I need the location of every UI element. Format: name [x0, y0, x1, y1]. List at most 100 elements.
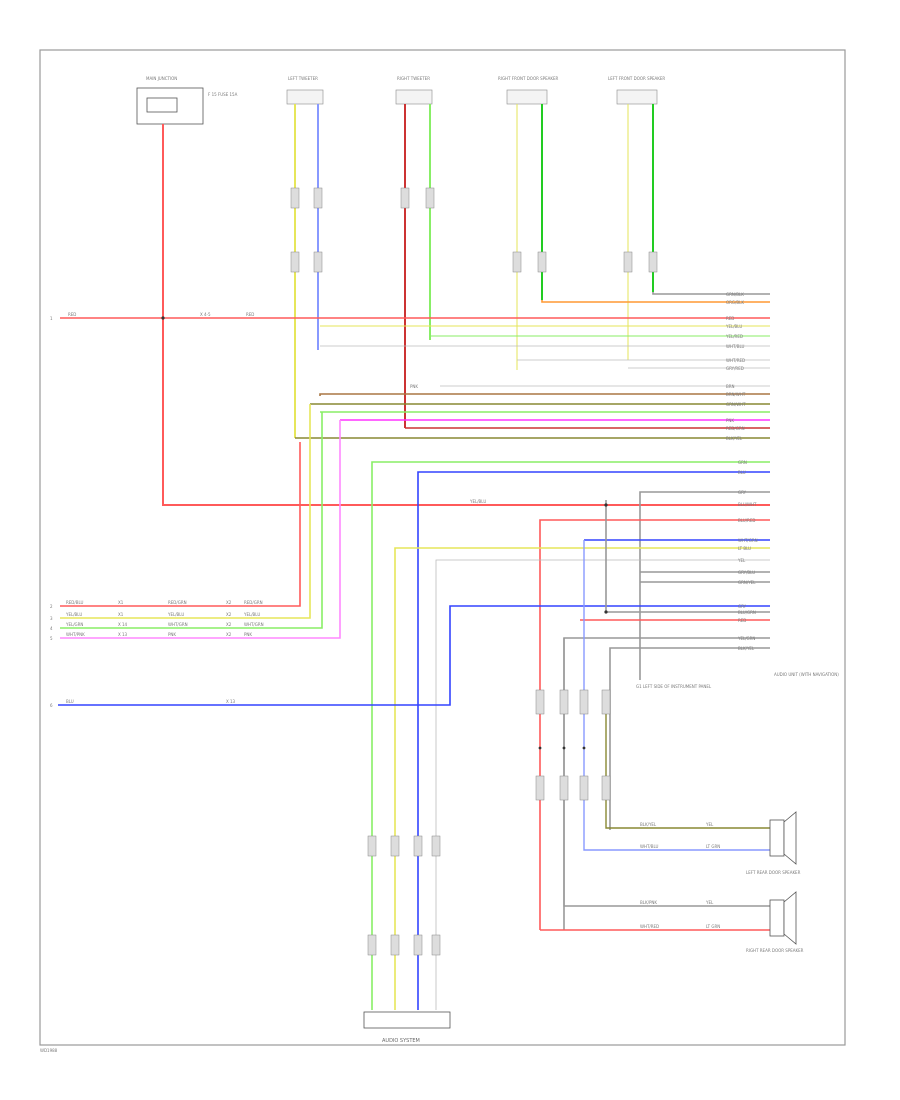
svg-text:2: 2	[50, 604, 53, 609]
lower-break-marks	[367, 689, 611, 956]
svg-text:PNK: PNK	[244, 632, 252, 637]
bottom-left-row-labels: RED/BLU X1 RED/GRN X2 RED/GRN YEL/BLU X1…	[65, 600, 264, 637]
left-terminal-numbers: 1 2 3 4 5 6	[50, 316, 53, 708]
svg-text:BRN: BRN	[726, 384, 735, 389]
top-drop-break-marks	[290, 187, 658, 273]
svg-text:BLK/YEL: BLK/YEL	[726, 436, 743, 441]
lower-speaker-wiring	[540, 540, 770, 931]
svg-text:YEL/BLU: YEL/BLU	[65, 612, 82, 617]
svg-text:RED/GRN: RED/GRN	[244, 600, 263, 605]
svg-text:BLK/PNK: BLK/PNK	[640, 900, 657, 905]
svg-text:PNK: PNK	[726, 418, 734, 423]
svg-text:RED: RED	[68, 312, 76, 317]
svg-text:WHT/PNK: WHT/PNK	[66, 632, 85, 637]
diagram-frame	[39, 49, 846, 1046]
svg-text:RED/GRN: RED/GRN	[168, 600, 187, 605]
svg-text:GRY/BLU: GRY/BLU	[738, 570, 755, 575]
svg-text:X 4-5: X 4-5	[200, 312, 211, 317]
svg-text:BLU/WHT: BLU/WHT	[738, 502, 757, 507]
svg-text:RED: RED	[246, 312, 254, 317]
svg-text:X2: X2	[226, 622, 232, 627]
svg-text:BLK/YEL: BLK/YEL	[640, 822, 657, 827]
svg-text:F 15 FUSE 15A: F 15 FUSE 15A	[208, 92, 238, 97]
misc-wire-labels: RED X 4-5 RED BLU X 13 YEL/BLU PNK	[66, 312, 486, 704]
svg-text:YEL/GRN: YEL/GRN	[65, 622, 83, 627]
svg-text:LT GRN: LT GRN	[706, 844, 720, 849]
svg-text:RED: RED	[726, 316, 734, 321]
svg-text:BLK/YEL: BLK/YEL	[738, 646, 755, 651]
svg-text:RED/GRN: RED/GRN	[726, 426, 745, 431]
speaker-right-front-connector: RIGHT TWEETER	[395, 76, 433, 105]
svg-text:BLU: BLU	[66, 699, 74, 704]
audio-unit-note: AUDIO UNIT (WITH NAVIGATION) G1 LEFT SID…	[636, 672, 839, 689]
svg-text:GRN: GRN	[738, 460, 747, 465]
svg-text:X1: X1	[118, 600, 124, 605]
speaker-wire-labels: BLK/YEL YEL WHT/BLU LT GRN BLK/PNK YEL W…	[640, 822, 720, 929]
right-pin-labels-upper: GRN/BLK ORG/BLK RED YEL/BLU YEL/RED WHT/…	[725, 292, 746, 441]
svg-text:WHT/GRN: WHT/GRN	[168, 622, 188, 627]
svg-text:RIGHT FRONT DOOR SPEAKER: RIGHT FRONT DOOR SPEAKER	[498, 76, 559, 81]
svg-text:YEL/BLU: YEL/BLU	[469, 499, 486, 504]
svg-text:BLU/RED: BLU/RED	[738, 518, 755, 523]
svg-text:GRN/YEL: GRN/YEL	[738, 580, 756, 585]
svg-text:LEFT FRONT DOOR SPEAKER: LEFT FRONT DOOR SPEAKER	[608, 76, 665, 81]
svg-text:YEL/BLU: YEL/BLU	[167, 612, 184, 617]
svg-text:YEL/RED: YEL/RED	[725, 334, 743, 339]
svg-text:PNK: PNK	[410, 384, 418, 389]
svg-text:LEFT TWEETER: LEFT TWEETER	[288, 76, 318, 81]
svg-text:WHT/BLU: WHT/BLU	[726, 344, 745, 349]
svg-text:LT GRN: LT GRN	[706, 924, 720, 929]
svg-text:LT BLU: LT BLU	[738, 546, 751, 551]
speaker-left-front-connector: LEFT TWEETER	[286, 76, 324, 105]
svg-text:WHT/GRN: WHT/GRN	[738, 538, 758, 543]
svg-text:5: 5	[50, 636, 53, 641]
bottom-left-feeds	[60, 404, 341, 639]
svg-text:GRY: GRY	[738, 490, 747, 495]
right-rear-speaker-symbol: RIGHT REAR DOOR SPEAKER	[746, 891, 804, 953]
svg-text:YEL: YEL	[705, 822, 714, 827]
svg-text:X2: X2	[226, 632, 232, 637]
svg-text:GRN/WHT: GRN/WHT	[726, 402, 746, 407]
svg-text:RED/BLU: RED/BLU	[66, 600, 84, 605]
svg-text:G1 LEFT SIDE OF INSTRUMENT PAN: G1 LEFT SIDE OF INSTRUMENT PANEL	[636, 684, 712, 689]
speaker-right-door-connector: RIGHT FRONT DOOR SPEAKER	[498, 76, 559, 105]
right-pin-labels-lower: GRN BLU GRY BLU/WHT BLU/RED WHT/GRN LT B…	[737, 460, 758, 651]
svg-text:YEL/GRN: YEL/GRN	[737, 636, 755, 641]
splice-dots	[161, 316, 608, 750]
svg-text:WHT/RED: WHT/RED	[640, 924, 659, 929]
svg-text:RIGHT REAR DOOR SPEAKER: RIGHT REAR DOOR SPEAKER	[746, 948, 804, 953]
svg-text:1: 1	[50, 316, 53, 321]
svg-text:YEL: YEL	[705, 900, 714, 905]
svg-text:YEL/BLU: YEL/BLU	[243, 612, 260, 617]
svg-text:GRY: GRY	[738, 604, 747, 609]
audio-unit-connector: AUDIO SYSTEM	[363, 1011, 451, 1044]
svg-text:X 13: X 13	[226, 699, 236, 704]
svg-text:WHT/RED: WHT/RED	[726, 358, 745, 363]
svg-text:MAIN JUNCTION: MAIN JUNCTION	[146, 76, 177, 81]
svg-text:LEFT REAR DOOR SPEAKER: LEFT REAR DOOR SPEAKER	[746, 870, 801, 875]
svg-text:6: 6	[50, 703, 53, 708]
svg-text:X 13: X 13	[118, 632, 128, 637]
speaker-left-door-connector: LEFT FRONT DOOR SPEAKER	[608, 76, 665, 105]
svg-text:BRN/WHT: BRN/WHT	[726, 392, 746, 397]
svg-text:GRY/RED: GRY/RED	[726, 366, 744, 371]
middle-wire-bus	[58, 461, 770, 1010]
svg-text:3: 3	[50, 616, 53, 621]
junction-block: MAIN JUNCTION F 15 FUSE 15A	[136, 76, 238, 125]
svg-text:X 14: X 14	[118, 622, 128, 627]
svg-text:BLU/GRN: BLU/GRN	[738, 610, 756, 615]
svg-text:AUDIO SYSTEM: AUDIO SYSTEM	[382, 1038, 420, 1044]
svg-text:WHT/BLU: WHT/BLU	[640, 844, 659, 849]
top-speaker-drops	[294, 104, 654, 438]
svg-text:PNK: PNK	[168, 632, 176, 637]
svg-text:RIGHT TWEETER: RIGHT TWEETER	[397, 76, 430, 81]
left-rear-speaker-symbol: LEFT REAR DOOR SPEAKER	[746, 811, 801, 875]
main-red-feed	[162, 124, 770, 506]
svg-text:WHT/GRN: WHT/GRN	[244, 622, 264, 627]
svg-text:X2: X2	[226, 600, 232, 605]
svg-text:4: 4	[50, 626, 53, 631]
svg-text:AUDIO UNIT (WITH NAVIGATION): AUDIO UNIT (WITH NAVIGATION)	[774, 672, 839, 677]
svg-text:X1: X1	[118, 612, 124, 617]
svg-text:GRN/BLK: GRN/BLK	[726, 292, 744, 297]
